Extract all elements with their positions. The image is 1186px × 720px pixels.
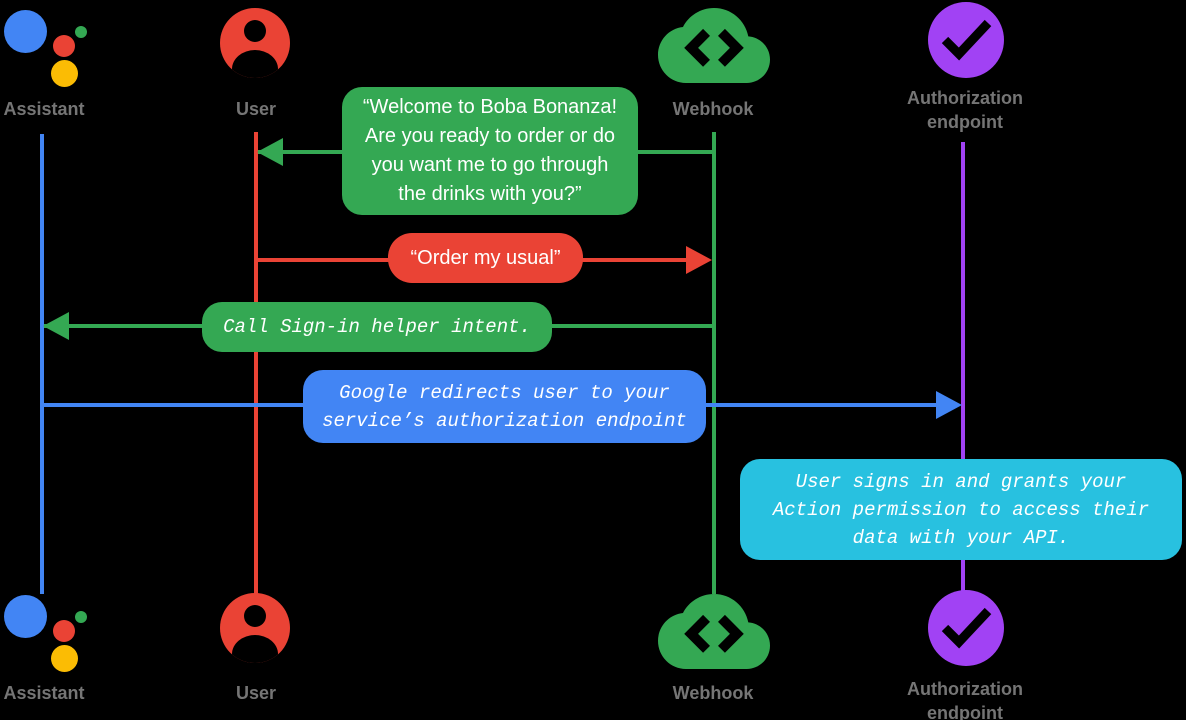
bubble-text-line: Call Sign-in helper intent. bbox=[223, 316, 531, 338]
bubble-text-line: Are you ready to order or do bbox=[364, 125, 616, 147]
google-assistant-icon bbox=[2, 6, 90, 88]
arrowhead-right-icon bbox=[936, 391, 962, 419]
user-label: User bbox=[235, 99, 277, 119]
assistant-yellow-circle bbox=[51, 60, 78, 87]
google-assistant-icon bbox=[2, 591, 90, 673]
welcome-speech-bubble: “Welcome to Boba Bonanza! Are you ready … bbox=[342, 87, 638, 215]
bubble-text-line: User signs in and grants your bbox=[795, 470, 1127, 493]
redirect-bubble: Google redirects user to your service’s … bbox=[303, 370, 706, 443]
assistant-lifeline bbox=[40, 134, 44, 594]
assistant-green-dot bbox=[75, 611, 87, 623]
user-label: User bbox=[235, 683, 277, 703]
person-icon bbox=[220, 593, 290, 663]
auth-endpoint-label: Authorization endpoint bbox=[907, 86, 1023, 134]
auth-endpoint-lifeline bbox=[961, 142, 965, 592]
bubble-text-line: service’s authorization endpoint bbox=[322, 409, 687, 432]
bubble-text-line: Google redirects user to your bbox=[339, 381, 670, 404]
auth-label-line2: endpoint bbox=[927, 703, 1003, 720]
bubble-text-line: “Welcome to Boba Bonanza! bbox=[362, 96, 618, 118]
person-body bbox=[232, 50, 278, 78]
person-icon bbox=[220, 8, 290, 78]
bubble-text-line: Action permission to access their bbox=[772, 498, 1150, 521]
webhook-label: Webhook bbox=[672, 99, 754, 119]
person-head bbox=[244, 20, 266, 42]
auth-label-line2: endpoint bbox=[927, 112, 1003, 132]
arrowhead-left-icon bbox=[257, 138, 283, 166]
person-body bbox=[232, 635, 278, 663]
webhook-label: Webhook bbox=[672, 683, 754, 703]
bubble-text-line: “Order my usual” bbox=[410, 246, 561, 269]
assistant-blue-circle bbox=[4, 10, 47, 53]
assistant-red-circle bbox=[53, 35, 75, 57]
bubble-text-line: data with your API. bbox=[852, 526, 1070, 549]
check-circle-icon bbox=[928, 2, 1004, 78]
order-speech-bubble: “Order my usual” bbox=[388, 233, 583, 283]
bubble-text-line: you want me to go through bbox=[371, 154, 609, 176]
assistant-yellow-circle bbox=[51, 645, 78, 672]
assistant-blue-circle bbox=[4, 595, 47, 638]
arrowhead-right-icon bbox=[686, 246, 712, 274]
user-lifeline bbox=[254, 132, 258, 594]
auth-label-line1: Authorization bbox=[907, 88, 1023, 108]
person-head bbox=[244, 605, 266, 627]
assistant-label: Assistant bbox=[3, 683, 85, 703]
check-circle-icon bbox=[928, 590, 1004, 666]
assistant-label: Assistant bbox=[3, 99, 85, 119]
cloud-code-icon bbox=[658, 8, 770, 88]
signin-helper-bubble: Call Sign-in helper intent. bbox=[202, 302, 552, 352]
user-signin-note-bubble: User signs in and grants your Action per… bbox=[740, 459, 1182, 560]
bubble-text-line: the drinks with you?” bbox=[398, 183, 582, 205]
webhook-lifeline bbox=[712, 132, 716, 594]
assistant-green-dot bbox=[75, 26, 87, 38]
auth-endpoint-label: Authorization endpoint bbox=[907, 677, 1023, 720]
arrowhead-left-icon bbox=[43, 312, 69, 340]
auth-label-line1: Authorization bbox=[907, 679, 1023, 699]
assistant-red-circle bbox=[53, 620, 75, 642]
cloud-code-icon bbox=[658, 594, 770, 674]
